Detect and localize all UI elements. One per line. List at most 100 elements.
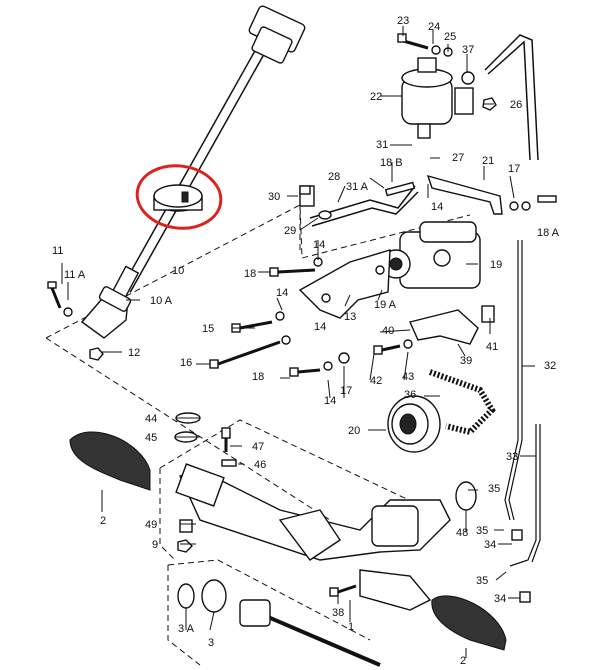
leader-lines <box>61 26 536 658</box>
part-label-48: 48 <box>456 527 468 539</box>
part-label-11: 11 <box>52 245 63 257</box>
bolt-34-upper <box>511 529 523 541</box>
pulley-20 <box>387 395 441 453</box>
part-label-3A: 3 A <box>178 623 195 635</box>
part-label-14e: 14 <box>324 395 336 407</box>
part-label-38: 38 <box>332 607 344 619</box>
bolt-38 <box>329 584 357 597</box>
part-label-18B: 18 B <box>380 157 403 169</box>
part-label-14c: 14 <box>276 287 288 299</box>
return-hose <box>484 34 539 161</box>
bolt-16 <box>209 335 291 369</box>
part-label-34a: 34 <box>484 539 496 551</box>
part-label-35a: 35 <box>488 483 500 495</box>
part-label-1: 1 <box>348 621 354 633</box>
part-label-3: 3 <box>208 637 214 649</box>
part-label-18A: 18 A <box>537 227 560 239</box>
spacer-49 <box>179 519 193 533</box>
part-label-16: 16 <box>180 357 192 369</box>
part-label-2a: 2 <box>100 515 106 527</box>
part-label-22: 22 <box>370 91 382 103</box>
ring-3A <box>177 583 195 609</box>
part-label-12: 12 <box>128 347 140 359</box>
part-label-10: 10 <box>172 265 184 277</box>
part-label-31A: 31 A <box>346 181 369 193</box>
bolt-18-lower <box>289 352 350 377</box>
bracket-21 <box>426 174 503 215</box>
part-label-36: 36 <box>404 389 416 401</box>
part-label-9: 9 <box>152 539 158 551</box>
part-label-2b: 2 <box>460 655 466 667</box>
highlight-circle <box>135 164 223 230</box>
part-label-19A: 19 A <box>374 299 397 311</box>
drive-belt <box>428 369 496 436</box>
part-label-27: 27 <box>452 152 464 164</box>
nut-12 <box>89 347 104 361</box>
part-label-39: 39 <box>460 355 472 367</box>
part-label-17a: 17 <box>508 163 520 175</box>
part-label-11A: 11 A <box>64 269 86 281</box>
lower-dashed-frame <box>167 559 371 666</box>
bolt-30 <box>299 185 311 195</box>
bolt-15 <box>231 311 285 333</box>
part-label-49: 49 <box>145 519 157 531</box>
part-label-29: 29 <box>284 225 296 237</box>
part-label-41: 41 <box>486 341 498 353</box>
part-label-37: 37 <box>462 44 474 56</box>
boot-lower-right <box>431 595 507 651</box>
part-label-20: 20 <box>348 425 360 437</box>
part-label-23: 23 <box>397 15 409 27</box>
tie-rod <box>239 569 432 667</box>
pressure-hose <box>309 185 419 227</box>
bolt-34-lower <box>519 591 531 603</box>
bracket-39 <box>409 309 479 345</box>
part-label-34b: 34 <box>494 593 506 605</box>
part-label-15: 15 <box>202 323 214 335</box>
clip-46 <box>221 459 237 467</box>
upper-dashed-frame <box>45 204 471 521</box>
bolt-47 <box>221 427 231 452</box>
part-label-18a: 18 <box>244 268 256 280</box>
part-label-19: 19 <box>490 259 502 271</box>
part-label-14a: 14 <box>431 201 443 213</box>
part-label-43: 43 <box>402 371 414 383</box>
steering-shaft <box>80 5 306 339</box>
feed-line <box>509 424 541 567</box>
part-label-32: 32 <box>544 360 556 372</box>
part-label-21: 21 <box>482 155 494 167</box>
rack-dashed-frame <box>159 419 431 561</box>
part-label-26: 26 <box>510 99 522 111</box>
part-label-24: 24 <box>428 21 440 33</box>
part-label-44: 44 <box>145 413 157 425</box>
part-label-31: 31 <box>376 139 388 151</box>
part-label-10A: 10 A <box>150 295 173 307</box>
pressure-line <box>504 240 523 521</box>
ring-3 <box>201 579 227 613</box>
part-label-25: 25 <box>444 31 456 43</box>
part-label-14b: 14 <box>313 239 325 251</box>
part-label-40: 40 <box>382 325 394 337</box>
seal-48 <box>455 481 477 511</box>
part-label-35b: 35 <box>476 525 488 537</box>
part-label-18b: 18 <box>252 371 264 383</box>
part-label-45: 45 <box>145 432 157 444</box>
bolt-18-upper <box>269 257 323 277</box>
part-label-47: 47 <box>252 441 264 453</box>
part-label-33: 33 <box>506 451 518 463</box>
part-label-14d: 14 <box>314 321 326 333</box>
part-label-30: 30 <box>268 191 280 203</box>
bolt-11 <box>47 281 73 317</box>
part-label-17b: 17 <box>340 385 352 397</box>
power-steering-pump <box>381 221 481 289</box>
nut-9 <box>177 539 193 553</box>
part-label-46: 46 <box>254 459 266 471</box>
boot-upper-left <box>69 431 151 491</box>
part-label-35c: 35 <box>476 575 488 587</box>
part-label-42: 42 <box>370 375 382 387</box>
bolt-23 <box>397 33 407 43</box>
part-label-13: 13 <box>344 311 356 323</box>
shaft-collar <box>153 184 203 212</box>
steering-rack <box>175 463 451 561</box>
